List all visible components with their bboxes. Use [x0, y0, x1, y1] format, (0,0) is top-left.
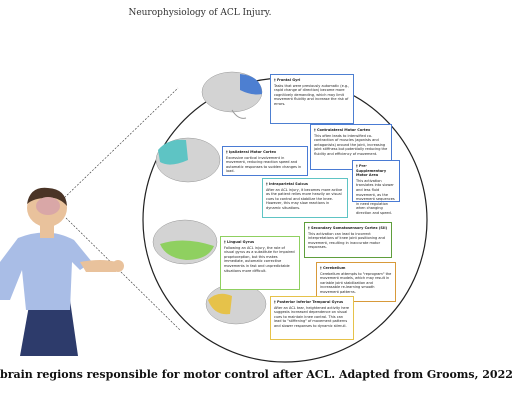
contralateral-motor-text: This often leads to intensified co-contr… [314, 133, 388, 156]
brain-motor [155, 137, 221, 183]
cerebellum-text: Cerebellum attempts to "reprogram" the m… [320, 271, 392, 294]
diagram-artwork [0, 71, 428, 363]
intraparietal-box: † Intraparietal Sulcus After an ACL inju… [262, 178, 348, 218]
ipsilateral-motor-box: † Ipsilateral Motor Cortex Excessive cor… [222, 146, 308, 176]
intraparietal-title: † Intraparietal Sulcus [266, 182, 309, 186]
figure-caption: brain regions responsible for motor cont… [0, 368, 513, 381]
cerebellum-box: † Cerebellum Cerebellum attempts to "rep… [316, 262, 396, 302]
frontal-gyri-title: † Frontal Gyri [274, 78, 301, 82]
contralateral-motor-title: † Contralateral Motor Cortex [314, 128, 371, 132]
callout-line-bottom [65, 217, 181, 331]
pre-sma-text: This activation translates into slower a… [356, 178, 395, 215]
posterior-temporal-title: † Posterior Inferior Temporal Gyrus [274, 300, 344, 304]
page-header-title: Neurophysiology of ACL Injury. [128, 8, 272, 18]
frontal-gyri-text: Tasks that were previously automatic (e.… [274, 83, 350, 106]
lingual-gyrus-text: Following an ACL injury, the role of vis… [224, 245, 295, 273]
intraparietal-text: After an ACL injury, it becomes more act… [266, 187, 343, 210]
callout-line-top [61, 87, 179, 201]
lingual-gyrus-box: † Lingual Gyrus Following an ACL injury,… [220, 236, 300, 290]
pre-sma-title: † Pre-Supplementary Motor Area [356, 164, 387, 178]
ipsilateral-motor-text: Excessive cortical involvement in moveme… [226, 155, 302, 174]
runner-figure [0, 187, 124, 356]
ipsilateral-motor-title: † Ipsilateral Motor Cortex [226, 150, 277, 154]
lingual-gyrus-title: † Lingual Gyrus [224, 240, 255, 244]
posterior-temporal-box: † Posterior Inferior Temporal Gyrus Afte… [270, 296, 354, 340]
brain-temporal [205, 283, 267, 325]
cerebellum-title: † Cerebellum [320, 266, 346, 270]
pre-sma-box: † Pre-Supplementary Motor Area This acti… [352, 160, 400, 215]
secondary-somatosensory-box: † Secondary Somatosensory Cortex (SII) T… [304, 222, 392, 258]
brain-frontal [201, 71, 263, 119]
brain-lingual [152, 219, 218, 265]
frontal-gyri-box: † Frontal Gyri Tasks that were previousl… [270, 74, 354, 124]
secondary-somatosensory-title: † Secondary Somatosensory Cortex (SII) [308, 226, 388, 230]
secondary-somatosensory-text: This activation can lead to incorrect in… [308, 231, 385, 250]
posterior-temporal-text: After an ACL tear, heightened activity h… [274, 305, 350, 328]
